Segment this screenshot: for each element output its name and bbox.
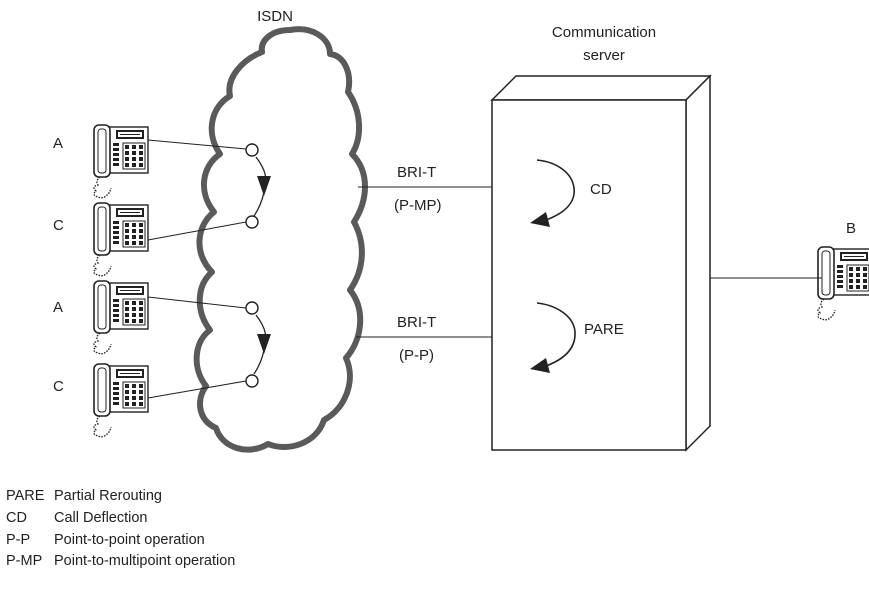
legend-row: PARE Partial Rerouting — [6, 486, 235, 508]
legend-row: P-P Point-to-point operation — [6, 530, 235, 552]
feature-arcs — [536, 159, 576, 367]
cd-arrowhead-icon — [530, 212, 550, 227]
phone-a-top-icon — [93, 124, 149, 199]
pare-arrowhead-icon — [530, 358, 550, 373]
phone-c-bottom-label: C — [53, 378, 64, 395]
arrowhead-top-icon — [257, 176, 271, 196]
trunk-top-mode: (P-MP) — [394, 197, 442, 214]
phone-b-icon — [817, 246, 869, 321]
legend-abbr: P-MP — [6, 553, 43, 570]
legend-row: P-MP Point-to-multipoint operation — [6, 551, 235, 573]
phone-b-label: B — [846, 220, 856, 237]
legend-text: Point-to-multipoint operation — [54, 553, 236, 570]
legend-text: Partial Rerouting — [54, 488, 162, 504]
trunk-bottom-mode: (P-P) — [399, 347, 434, 364]
trunk-bottom-name: BRI-T — [397, 314, 436, 331]
phone-c-bottom-icon — [93, 363, 149, 438]
feature-pare-label: PARE — [584, 321, 624, 338]
feature-cd-label: CD — [590, 181, 612, 198]
trunk-lines — [356, 186, 822, 338]
phone-a-bottom-icon — [93, 280, 149, 355]
phone-a-top-label: A — [53, 135, 63, 152]
phone-a-bottom-label: A — [53, 299, 63, 316]
trunk-top-name: BRI-T — [397, 164, 436, 181]
legend: PARE Partial Rerouting CD Call Deflectio… — [6, 486, 235, 573]
isdn-cloud — [193, 26, 368, 453]
phone-c-top-icon — [93, 202, 149, 277]
server-label-line1: Communication — [552, 24, 656, 41]
legend-abbr: CD — [6, 509, 27, 526]
server-label-line2: server — [583, 47, 625, 64]
isdn-label: ISDN — [257, 8, 293, 25]
phone-c-top-label: C — [53, 217, 64, 234]
legend-text: Point-to-point operation — [54, 531, 205, 548]
communication-server — [490, 74, 712, 452]
arrowhead-bottom-icon — [257, 334, 271, 354]
legend-row: CD Call Deflection — [6, 508, 235, 530]
subscriber-lines — [147, 139, 247, 399]
legend-abbr: PARE — [6, 488, 45, 504]
legend-text: Call Deflection — [54, 509, 148, 526]
switch-nodes — [245, 143, 259, 388]
legend-abbr: P-P — [6, 531, 31, 548]
